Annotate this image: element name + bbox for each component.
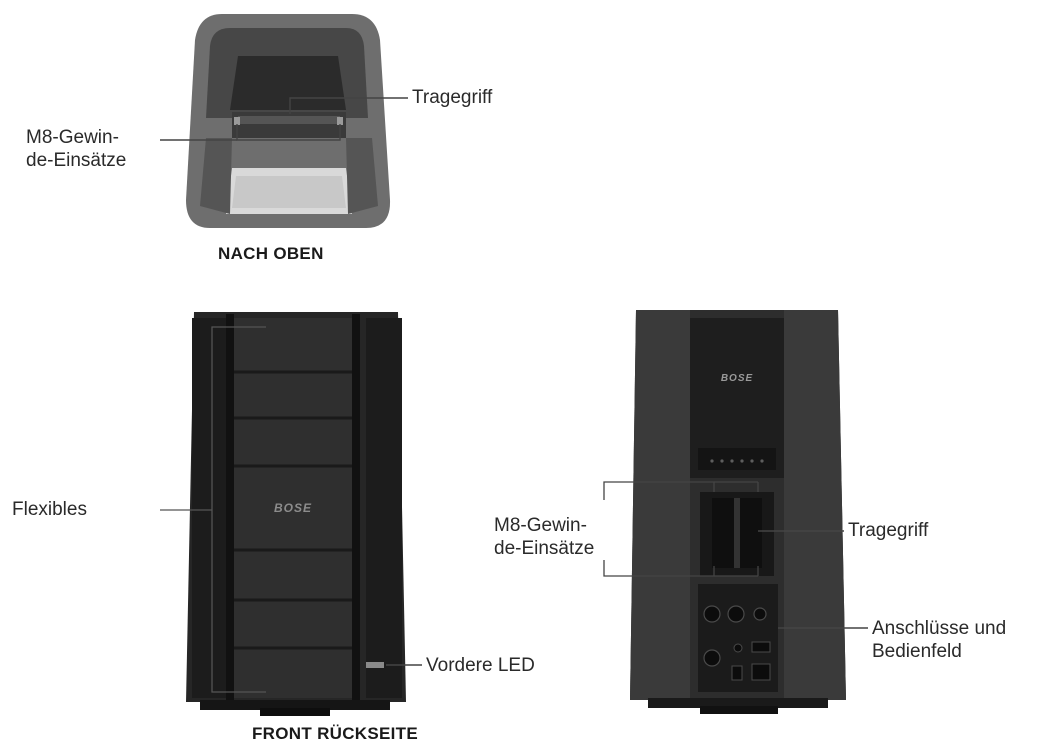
front-back-caption: FRONT RÜCKSEITE xyxy=(252,724,418,743)
back-inserts-label-line2: de-Einsätze xyxy=(494,538,595,559)
back-panel-label-line2: Bedienfeld xyxy=(872,641,962,662)
top-inserts-callout xyxy=(160,124,341,141)
top-view-speaker xyxy=(186,14,391,228)
back-handle-label: Tragegriff xyxy=(848,520,929,541)
front-flexibles-label: Flexibles xyxy=(12,499,87,520)
top-inserts-label-line1: M8-Gewin- xyxy=(26,127,119,148)
back-panel-label-line1: Anschlüsse und xyxy=(872,618,1007,639)
top-handle-callout xyxy=(289,97,408,114)
top-handle-label: Tragegriff xyxy=(412,87,493,108)
back-inserts-label-line1: M8-Gewin- xyxy=(494,515,587,536)
top-view-caption: NACH OBEN xyxy=(218,244,324,263)
front-led-label: Vordere LED xyxy=(426,655,535,676)
top-inserts-label-line2: de-Einsätze xyxy=(26,150,127,171)
